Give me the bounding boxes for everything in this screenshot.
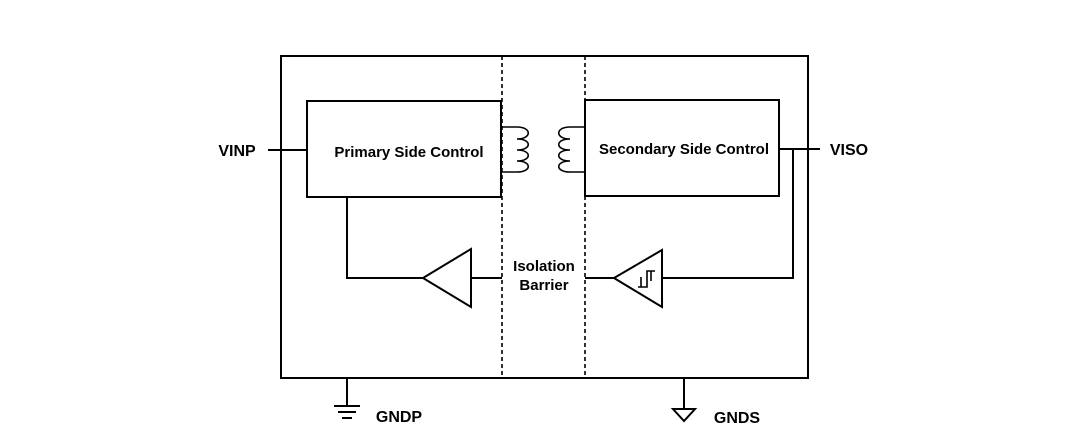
gnds-ground-icon [670, 378, 698, 423]
vinp-pin-label: VINP [218, 143, 256, 160]
secondary-side-control-label: Secondary Side Control [599, 141, 769, 158]
feedback-sense-wire [662, 149, 794, 279]
transformer-icon [501, 126, 585, 173]
isolation-barrier-label-line1: Isolation [513, 258, 575, 275]
package-outline [280, 55, 809, 379]
gndp-ground-icon [334, 378, 360, 419]
gnds-pin-label: GNDS [714, 410, 761, 427]
schmitt-trigger-icon [612, 248, 663, 309]
gndp-pin-label: GNDP [376, 409, 423, 426]
secondary-side-control-block [584, 99, 780, 197]
buffer-triangle-icon [421, 247, 472, 309]
isolation-barrier-label-line2: Barrier [519, 277, 568, 294]
primary-side-control-block [306, 100, 502, 198]
feedback-return-wire [346, 197, 423, 279]
primary-side-control-label: Primary Side Control [334, 144, 483, 161]
viso-pin-label: VISO [830, 142, 868, 159]
